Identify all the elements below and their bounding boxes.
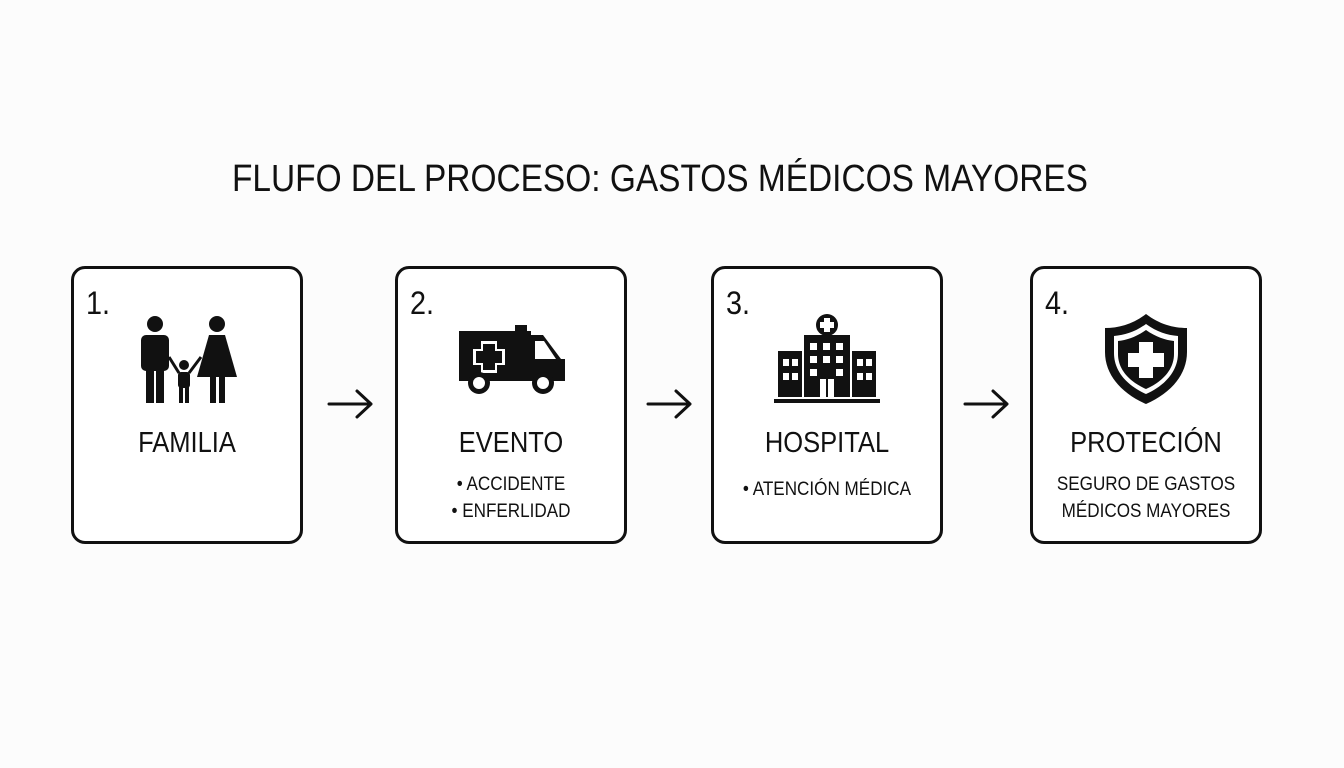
arrow-right-icon <box>963 389 1009 419</box>
hospital-icon <box>714 313 940 405</box>
diagram-title: FLUFO DEL PROCESO: GASTOS MÉDICOS MAYORE… <box>232 158 1088 200</box>
step-number: 1. <box>86 285 111 321</box>
list-item: ENFERLIDAD <box>409 498 612 525</box>
list-item: ATENCIÓN MÉDICA <box>725 476 928 503</box>
step-number: 2. <box>410 285 435 321</box>
step-title: EVENTO <box>458 427 564 459</box>
step-title: PROTECIÓN <box>1070 427 1222 459</box>
arrow-right-icon <box>646 389 692 419</box>
step-description: SEGURO DE GASTOS MÉDICOS MAYORES <box>1044 471 1247 525</box>
step-description-line: MÉDICOS MAYORES <box>1061 501 1231 522</box>
shield-cross-icon <box>1033 313 1259 405</box>
arrow-right-icon <box>327 389 373 419</box>
step-description-line: SEGURO DE GASTOS <box>1056 474 1236 495</box>
family-icon <box>74 313 300 405</box>
step-card-hospital: 3. HOSPITAL ATENCIÓN MÉDICA <box>711 266 943 544</box>
step-number: 3. <box>726 285 751 321</box>
step-bullet-list: ACCIDENTE ENFERLIDAD <box>398 471 624 525</box>
step-title: HOSPITAL <box>764 427 890 459</box>
step-card-evento: 2. EVENTO ACCIDENTE ENFERLIDAD <box>395 266 627 544</box>
step-card-proteccion: 4. PROTECIÓN SEGURO DE GASTOS MÉDICOS MA… <box>1030 266 1262 544</box>
list-item: ACCIDENTE <box>409 471 612 498</box>
step-title: FAMILIA <box>138 427 236 459</box>
ambulance-icon <box>398 313 624 405</box>
step-card-familia: 1. FAMILIA <box>71 266 303 544</box>
step-bullet-list: ATENCIÓN MÉDICA <box>714 476 940 503</box>
step-number: 4. <box>1045 285 1070 321</box>
